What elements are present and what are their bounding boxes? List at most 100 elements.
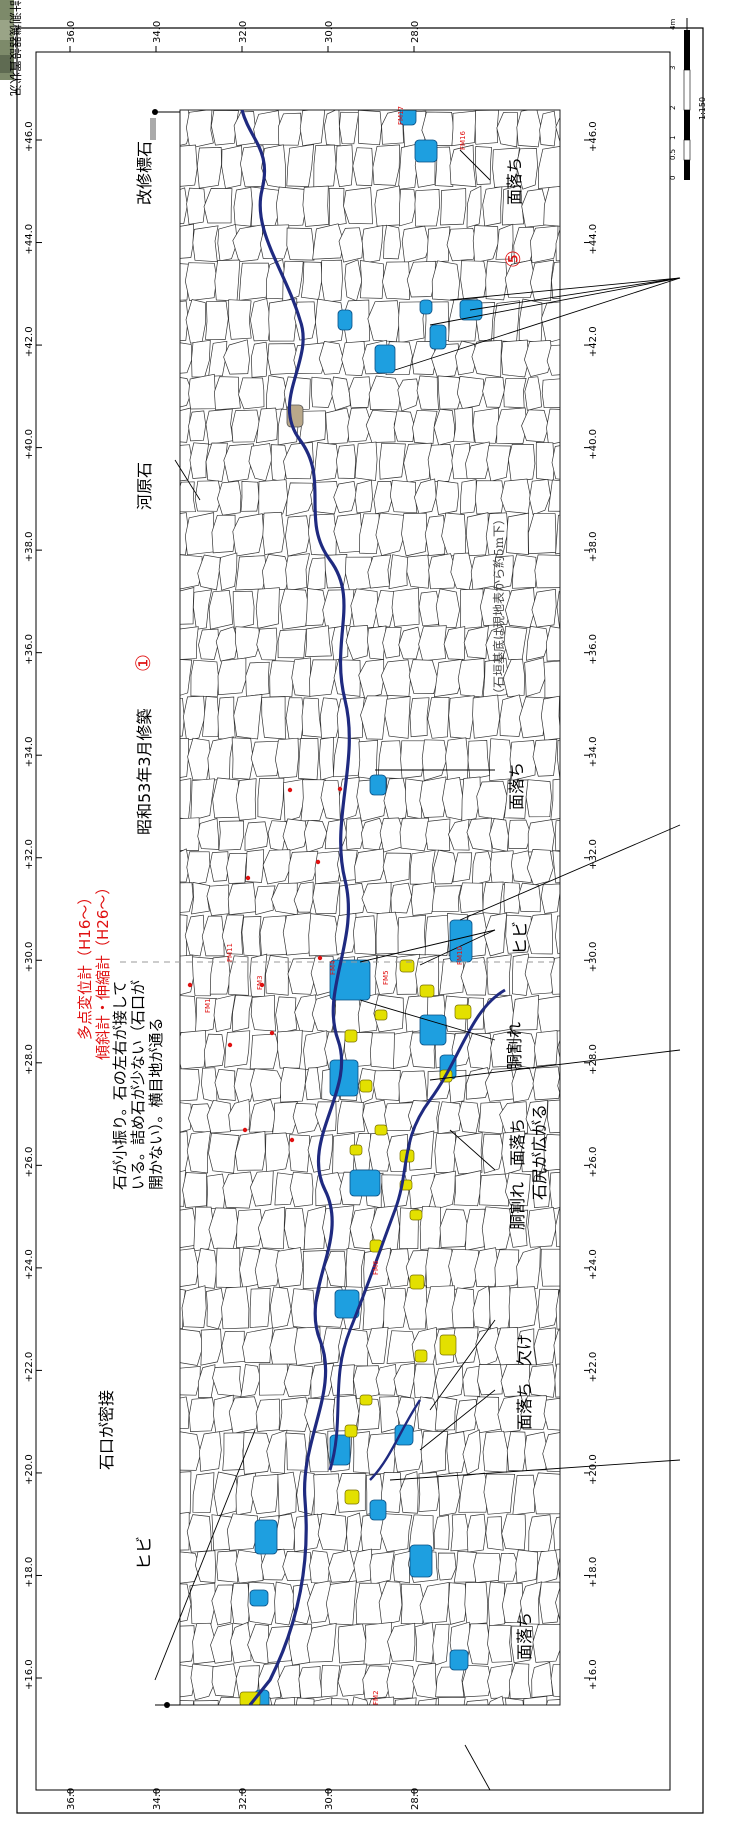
instrument-point: [245, 875, 251, 881]
stone: [412, 1662, 438, 1700]
spalled-stone: [329, 1059, 359, 1097]
stone: [384, 696, 411, 739]
scale-tick-label: 3: [669, 66, 677, 70]
stone: [180, 1511, 190, 1551]
instrument-point: [187, 982, 193, 988]
chainage-tick-label: +38.0: [588, 531, 599, 562]
stone: [313, 442, 339, 482]
stone: [312, 882, 341, 914]
spalled-stone: [249, 1589, 269, 1607]
stone: [501, 1513, 526, 1551]
stone: [310, 1363, 334, 1399]
stone: [527, 1207, 557, 1248]
stone: [284, 1208, 306, 1251]
chainage-tick-label: +28.0: [588, 1044, 599, 1075]
stone: [382, 626, 402, 659]
stone: [555, 1586, 560, 1622]
stone: [277, 628, 307, 659]
stone: [466, 817, 493, 852]
stone: [288, 1134, 311, 1173]
stone: [485, 512, 509, 556]
stone: [410, 882, 435, 916]
stone: [368, 1132, 392, 1172]
spall-1-label: 面落ち: [515, 1612, 534, 1660]
instrument-id: FM3: [256, 975, 264, 990]
stone: [265, 1132, 291, 1173]
stone: [285, 697, 305, 740]
chainage-tick-label: +30.0: [24, 942, 35, 973]
stone: [419, 1581, 450, 1624]
stone: [309, 659, 337, 697]
stone: [523, 1695, 548, 1705]
stone: [180, 848, 190, 883]
stone: [345, 1247, 366, 1290]
stone: [398, 1070, 428, 1104]
stone: [292, 1103, 320, 1134]
stone: [183, 695, 206, 741]
stone: [369, 1696, 395, 1705]
stone: [339, 882, 366, 917]
stone: [314, 850, 341, 885]
stone: [420, 1430, 449, 1474]
stone: [283, 1364, 314, 1397]
stone: [217, 223, 238, 262]
stone: [266, 1429, 288, 1474]
stone: [540, 695, 560, 741]
stone: [235, 1472, 256, 1516]
stone: [475, 1326, 501, 1368]
stone: [400, 1583, 425, 1625]
stone: [309, 1550, 331, 1584]
stone: [223, 443, 254, 483]
stone: [550, 957, 560, 995]
stone: [192, 1472, 215, 1514]
stone: [478, 1101, 505, 1135]
stone: [234, 1130, 266, 1171]
cracked-stone: [409, 1274, 425, 1290]
stone: [399, 188, 417, 227]
stone: [187, 737, 211, 781]
stone: [369, 1032, 396, 1069]
stone: [217, 696, 236, 740]
stone: [382, 261, 410, 300]
stone: [532, 739, 558, 777]
instrument-point: [317, 955, 323, 961]
stone: [475, 146, 492, 185]
stone: [474, 110, 499, 145]
stone: [398, 144, 418, 190]
stone: [208, 590, 233, 630]
stone: [529, 479, 551, 516]
stone: [180, 342, 193, 374]
stone: [180, 1366, 201, 1396]
chainage-tick-label: +34.0: [24, 737, 35, 768]
stone: [331, 1697, 349, 1705]
stone: [529, 259, 555, 302]
stone: [425, 1285, 456, 1331]
cracked-stone: [409, 1209, 423, 1221]
stone: [324, 818, 348, 850]
cracked-stone: [439, 1334, 457, 1356]
stone: [401, 225, 430, 264]
stone: [533, 1327, 556, 1365]
instruments-line-2: 傾斜計・伸縮計（H26～）: [94, 880, 112, 1060]
stone: [528, 1514, 553, 1553]
stone: [433, 1514, 450, 1550]
scale-tick-label: 4m: [669, 19, 677, 30]
stone: [231, 409, 260, 443]
stone: [285, 1432, 307, 1471]
stone: [294, 301, 316, 341]
stone: [458, 1101, 480, 1134]
stone: [180, 1030, 207, 1070]
instrument-id: FM10: [456, 946, 464, 965]
stone: [489, 850, 514, 886]
stone: [208, 1207, 239, 1250]
stone: [508, 1286, 538, 1330]
stone: [245, 661, 270, 697]
stone: [504, 259, 536, 299]
stone: [431, 885, 462, 913]
instrument-point: [337, 786, 343, 792]
stone: [228, 1396, 260, 1434]
stone: [408, 1172, 435, 1210]
stone: [553, 1329, 560, 1367]
stone: [358, 659, 385, 699]
stone: [550, 778, 560, 821]
